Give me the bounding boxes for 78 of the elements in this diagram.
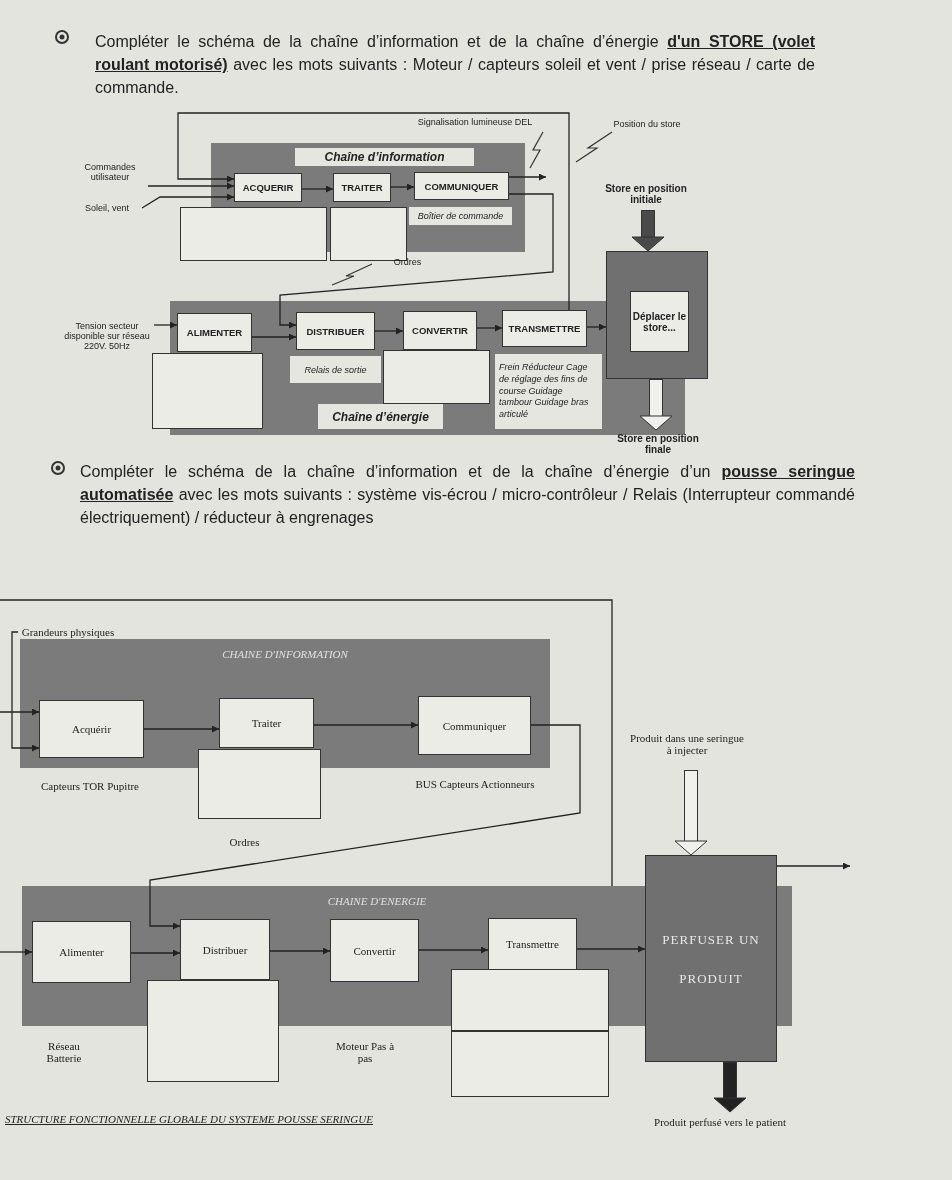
chain-title: CHAINE D'INFORMATION	[221, 647, 349, 662]
chain-title: Chaîne d’énergie	[318, 404, 443, 429]
side-label: Produit dans une seringue à injecter	[628, 718, 746, 770]
chain-band	[20, 639, 550, 768]
function-box: Transmettre	[488, 918, 577, 970]
side-label: Grandeurs physiques	[18, 624, 118, 640]
side-label: Capteurs TOR Pupitre	[40, 780, 140, 794]
answer-box	[147, 980, 279, 1082]
arrow	[0, 708, 40, 716]
side-label: Produit perfusé vers le patient	[600, 1112, 840, 1132]
function-box: ALIMENTER	[177, 313, 252, 352]
arrow	[301, 185, 334, 193]
arrow	[143, 725, 220, 733]
block-arrow	[639, 379, 673, 431]
example-note: Boîtier de commande	[409, 207, 512, 225]
arrow	[776, 862, 851, 870]
side-label: Signalisation lumineuse DEL	[416, 117, 534, 129]
connector-line	[0, 599, 613, 887]
function-box: ACQUERIR	[234, 173, 302, 202]
function-block: PERFUSER UN PRODUIT	[645, 855, 777, 1062]
function-box: CONVERTIR	[403, 311, 477, 350]
side-label: Position du store	[612, 119, 682, 131]
function-block	[606, 251, 708, 379]
arrow	[149, 724, 581, 930]
arrow	[390, 183, 415, 191]
side-label: Ordres	[392, 257, 423, 269]
block-arrow	[674, 770, 708, 856]
arrow	[313, 721, 419, 729]
instruction-text: Compléter le schéma de la chaîne d’information et de la chaîne d’énergie d’un pousse seringue automatisée avec les mots suivants : système vis-écrou / micro-contrôleur / Relais (Interrupteur commandé électriquement) / réducteur à engrenages	[80, 462, 855, 529]
arrow	[418, 946, 489, 954]
arrow	[476, 324, 503, 332]
arrow	[141, 193, 235, 209]
arrow	[269, 947, 331, 955]
arrow	[586, 323, 607, 331]
block-arrow	[631, 210, 665, 252]
side-label: Commandes utilisateur	[72, 156, 148, 188]
arrow	[11, 631, 40, 752]
instruction-text: Compléter le schéma de la chaîne d’information et de la chaîne d’énergie d'un STORE (volet roulant motorisé) avec les mots suivants : Moteur / capteurs soleil et vent / prise réseau / carte de commande.	[95, 32, 815, 99]
side-label: Moteur Pas à pas	[334, 1040, 395, 1066]
block-arrow	[713, 1062, 747, 1113]
arrow	[177, 112, 570, 311]
function-box: TRANSMETTRE	[502, 310, 587, 347]
side-label: Tension secteur disponible sur réseau 220V. 50Hz	[60, 313, 154, 359]
side-label: Réseau Batterie	[45, 1040, 83, 1066]
arrow	[251, 333, 297, 341]
side-label: BUS Capteurs Actionneurs	[414, 778, 536, 792]
chain-title: Chaîne d’information	[295, 148, 474, 166]
function-box: DISTRIBUER	[296, 312, 375, 350]
arrow	[147, 182, 235, 190]
function-box: Communiquer	[418, 696, 531, 755]
side-label: Ordres	[228, 836, 261, 850]
arrow	[576, 945, 646, 953]
arrow	[153, 321, 178, 329]
example-note: Relais de sortie	[290, 356, 381, 383]
chain-title: CHAINE D'ENERGIE	[326, 894, 428, 909]
answer-box	[198, 749, 321, 819]
side-label: Soleil, vent	[72, 201, 142, 215]
caption: STRUCTURE FONCTIONNELLE GLOBALE DU SYSTEME POUSSE SERINGUE	[5, 1113, 374, 1127]
function-box: Alimenter	[32, 921, 131, 983]
arrow	[0, 948, 33, 956]
function-box: Convertir	[330, 919, 419, 982]
side-label: Store en position initiale	[592, 178, 700, 210]
function-box: Acquérir	[39, 700, 144, 758]
function-box: Déplacer le store...	[630, 291, 689, 352]
function-box: Traiter	[219, 698, 314, 748]
function-box: TRAITER	[333, 173, 391, 202]
arrow	[279, 193, 554, 329]
answer-box	[152, 353, 263, 429]
answer-box	[383, 350, 490, 404]
arrow	[508, 173, 547, 181]
function-box: COMMUNIQUER	[414, 172, 509, 200]
answer-box	[451, 1031, 609, 1097]
side-label: Store en position finale	[610, 430, 706, 458]
arrow	[374, 327, 404, 335]
arrow	[130, 949, 181, 957]
function-box: Distribuer	[180, 919, 270, 980]
example-note: Frein Réducteur Cage de réglage des fins de course Guidage tambour Guidage bras articulé	[495, 354, 602, 429]
answer-box	[180, 207, 327, 261]
